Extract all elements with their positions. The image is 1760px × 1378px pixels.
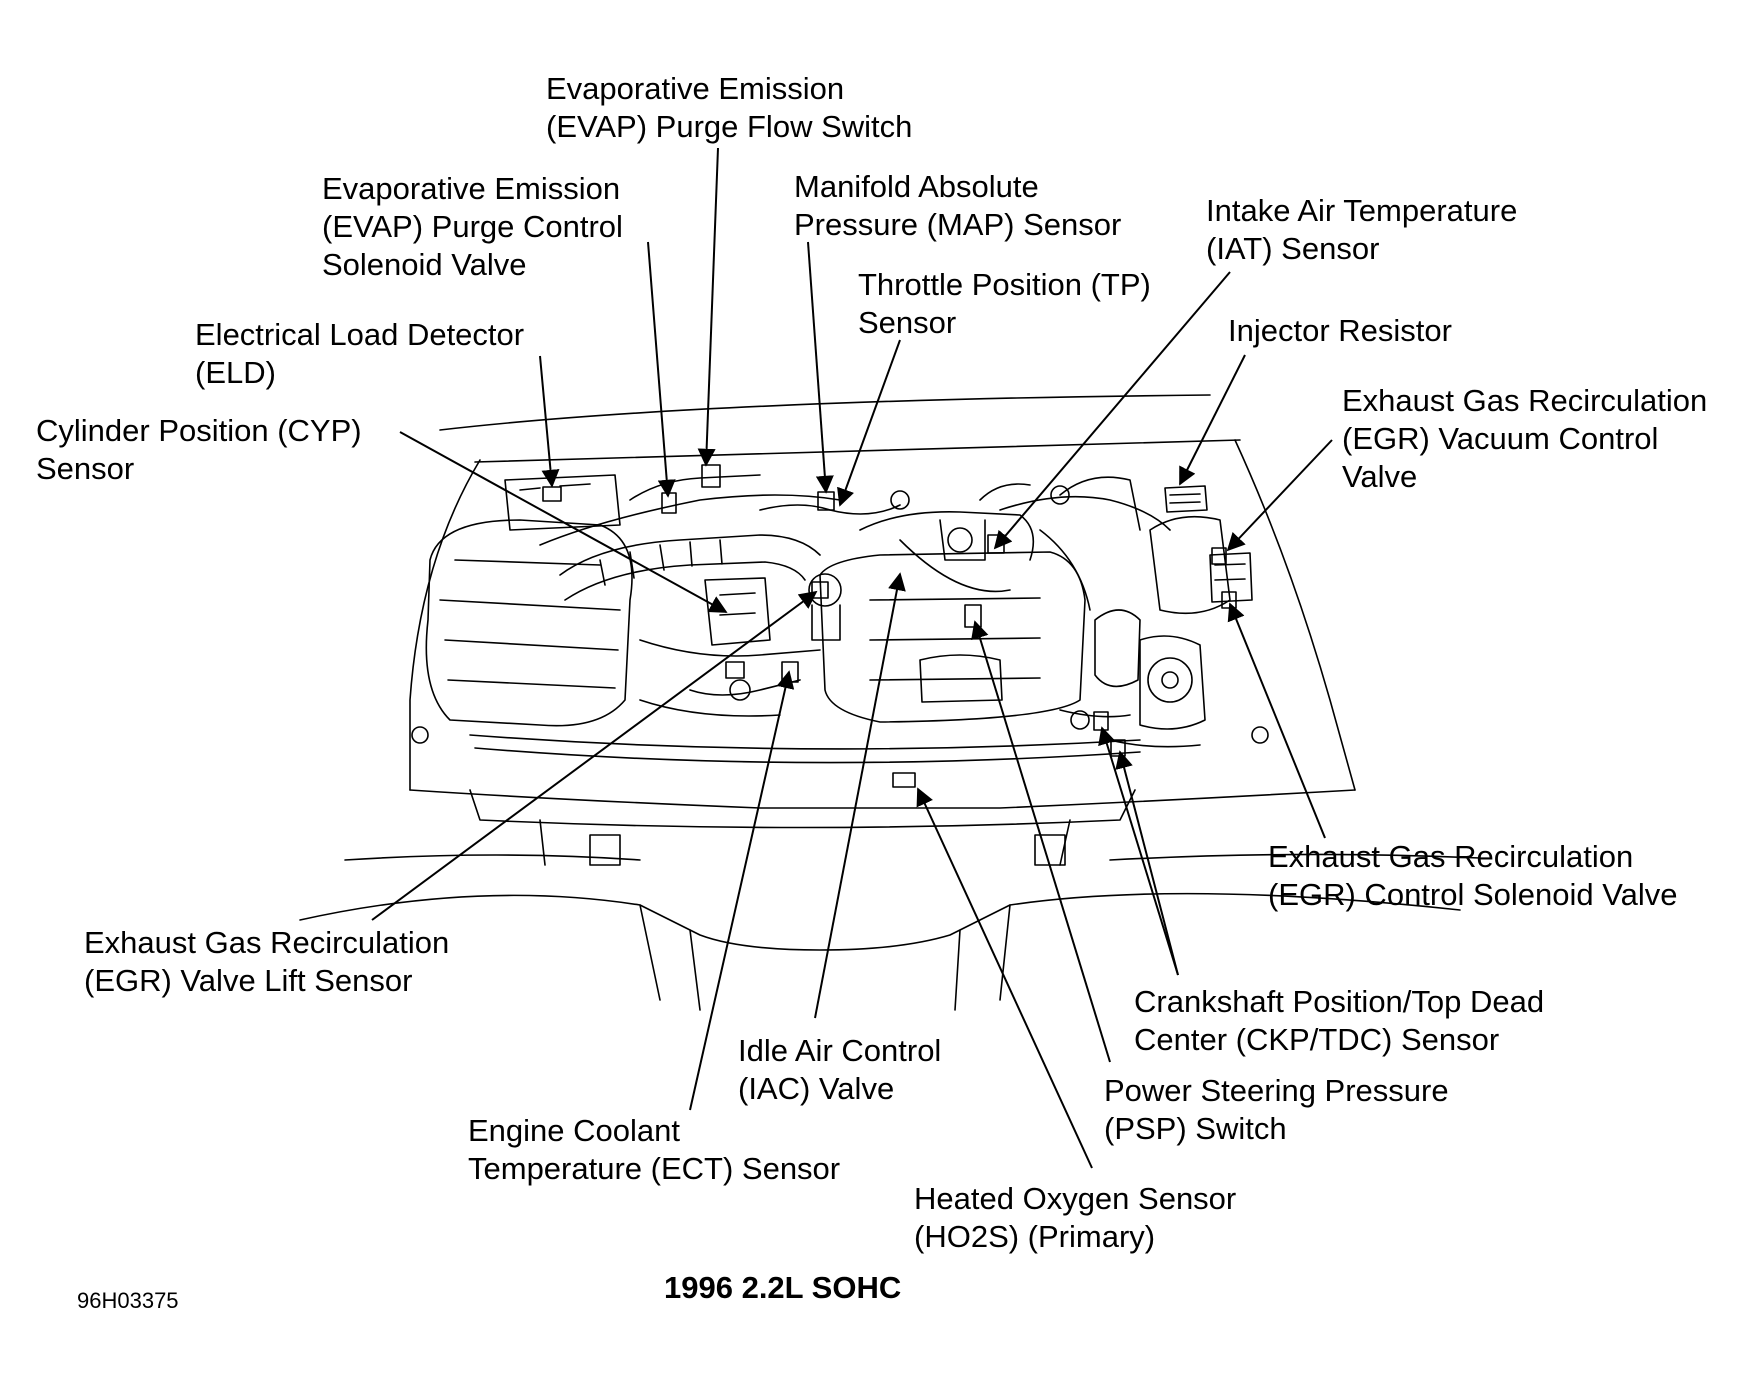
label-line: Heated Oxygen Sensor (914, 1181, 1237, 1216)
leader-iac-valve (814, 572, 906, 1019)
leader-ho2s (916, 787, 1093, 1169)
label-line: (HO2S) (Primary) (914, 1219, 1156, 1254)
label-line: Valve (1342, 459, 1418, 494)
label-ho2s-primary: Heated Oxygen Sensor (HO2S) (Primary) (914, 1180, 1236, 1256)
label-evap-purge-control-solenoid-valve: Evaporative Emission (EVAP) Purge Contro… (322, 170, 623, 284)
leader-evap-flow-switch (697, 147, 719, 467)
label-line: (EGR) Valve Lift Sensor (84, 963, 413, 998)
leader-ect-sensor (689, 670, 795, 1111)
label-line: Cylinder Position (CYP) (36, 413, 362, 448)
label-map-sensor: Manifold Absolute Pressure (MAP) Sensor (794, 168, 1121, 244)
label-ect-sensor: Engine Coolant Temperature (ECT) Sensor (468, 1112, 840, 1188)
label-egr-vacuum-control-valve: Exhaust Gas Recirculation (EGR) Vacuum C… (1342, 382, 1707, 496)
label-egr-control-solenoid-valve: Exhaust Gas Recirculation (EGR) Control … (1268, 838, 1678, 914)
label-line: (EGR) Vacuum Control (1342, 421, 1659, 456)
label-line: Crankshaft Position/Top Dead (1134, 984, 1545, 1019)
leader-cyp-sensor (399, 431, 728, 613)
label-line: Exhaust Gas Recirculation (1268, 839, 1634, 874)
leader-eld (539, 355, 560, 488)
label-line: Sensor (36, 451, 135, 486)
engine-bay-outline (299, 394, 1481, 1011)
label-line: (EVAP) Purge Flow Switch (546, 109, 913, 144)
leader-iat-sensor (993, 271, 1231, 550)
leader-egr-vacuum-valve (1226, 439, 1333, 552)
leader-ckp-tdc-a (1098, 726, 1179, 976)
label-iac-valve: Idle Air Control (IAC) Valve (738, 1032, 941, 1108)
label-line: Idle Air Control (738, 1033, 942, 1068)
label-line: Exhaust Gas Recirculation (84, 925, 450, 960)
leader-lines (371, 147, 1333, 1169)
diagram-caption: 1996 2.2L SOHC (664, 1270, 902, 1305)
label-line: Power Steering Pressure (1104, 1073, 1449, 1108)
label-psp-switch: Power Steering Pressure (PSP) Switch (1104, 1072, 1449, 1148)
label-evap-purge-flow-switch: Evaporative Emission (EVAP) Purge Flow S… (546, 70, 912, 146)
label-line: Injector Resistor (1228, 313, 1452, 348)
label-line: (EGR) Control Solenoid Valve (1268, 877, 1678, 912)
leader-map-sensor (807, 241, 834, 494)
leader-egr-control-solenoid (1227, 602, 1326, 839)
leader-tp-sensor (837, 339, 901, 507)
leader-psp-switch (971, 620, 1111, 1063)
label-iat-sensor: Intake Air Temperature (IAT) Sensor (1206, 192, 1517, 268)
label-line: (IAC) Valve (738, 1071, 895, 1106)
label-line: Temperature (ECT) Sensor (468, 1151, 841, 1186)
label-line: Intake Air Temperature (1206, 193, 1518, 228)
label-cyp-sensor: Cylinder Position (CYP) Sensor (36, 412, 362, 488)
leader-egr-lift-sensor (371, 590, 818, 921)
label-line: Evaporative Emission (322, 171, 621, 206)
label-injector-resistor: Injector Resistor (1228, 312, 1452, 350)
label-line: (IAT) Sensor (1206, 231, 1380, 266)
label-line: (PSP) Switch (1104, 1111, 1287, 1146)
leader-injector-resistor (1179, 354, 1246, 486)
label-line: Solenoid Valve (322, 247, 527, 282)
label-egr-valve-lift-sensor: Exhaust Gas Recirculation (EGR) Valve Li… (84, 924, 449, 1000)
label-line: Pressure (MAP) Sensor (794, 207, 1122, 242)
label-line: Exhaust Gas Recirculation (1342, 383, 1708, 418)
label-line: Manifold Absolute (794, 169, 1039, 204)
leader-ckp-tdc-b (1115, 750, 1179, 976)
label-line: Evaporative Emission (546, 71, 845, 106)
label-tp-sensor: Throttle Position (TP) Sensor (858, 266, 1151, 342)
figure-id: 96H03375 (77, 1288, 179, 1313)
label-eld: Electrical Load Detector (ELD) (195, 316, 524, 392)
label-line: Engine Coolant (468, 1113, 680, 1148)
label-line: (EVAP) Purge Control (322, 209, 623, 244)
label-line: Center (CKP/TDC) Sensor (1134, 1022, 1500, 1057)
label-line: Electrical Load Detector (195, 317, 525, 352)
label-line: Sensor (858, 305, 957, 340)
label-ckp-tdc-sensor: Crankshaft Position/Top Dead Center (CKP… (1134, 983, 1544, 1059)
label-line: (ELD) (195, 355, 276, 390)
leader-evap-purge-valve (647, 241, 676, 498)
label-line: Throttle Position (TP) (858, 267, 1151, 302)
